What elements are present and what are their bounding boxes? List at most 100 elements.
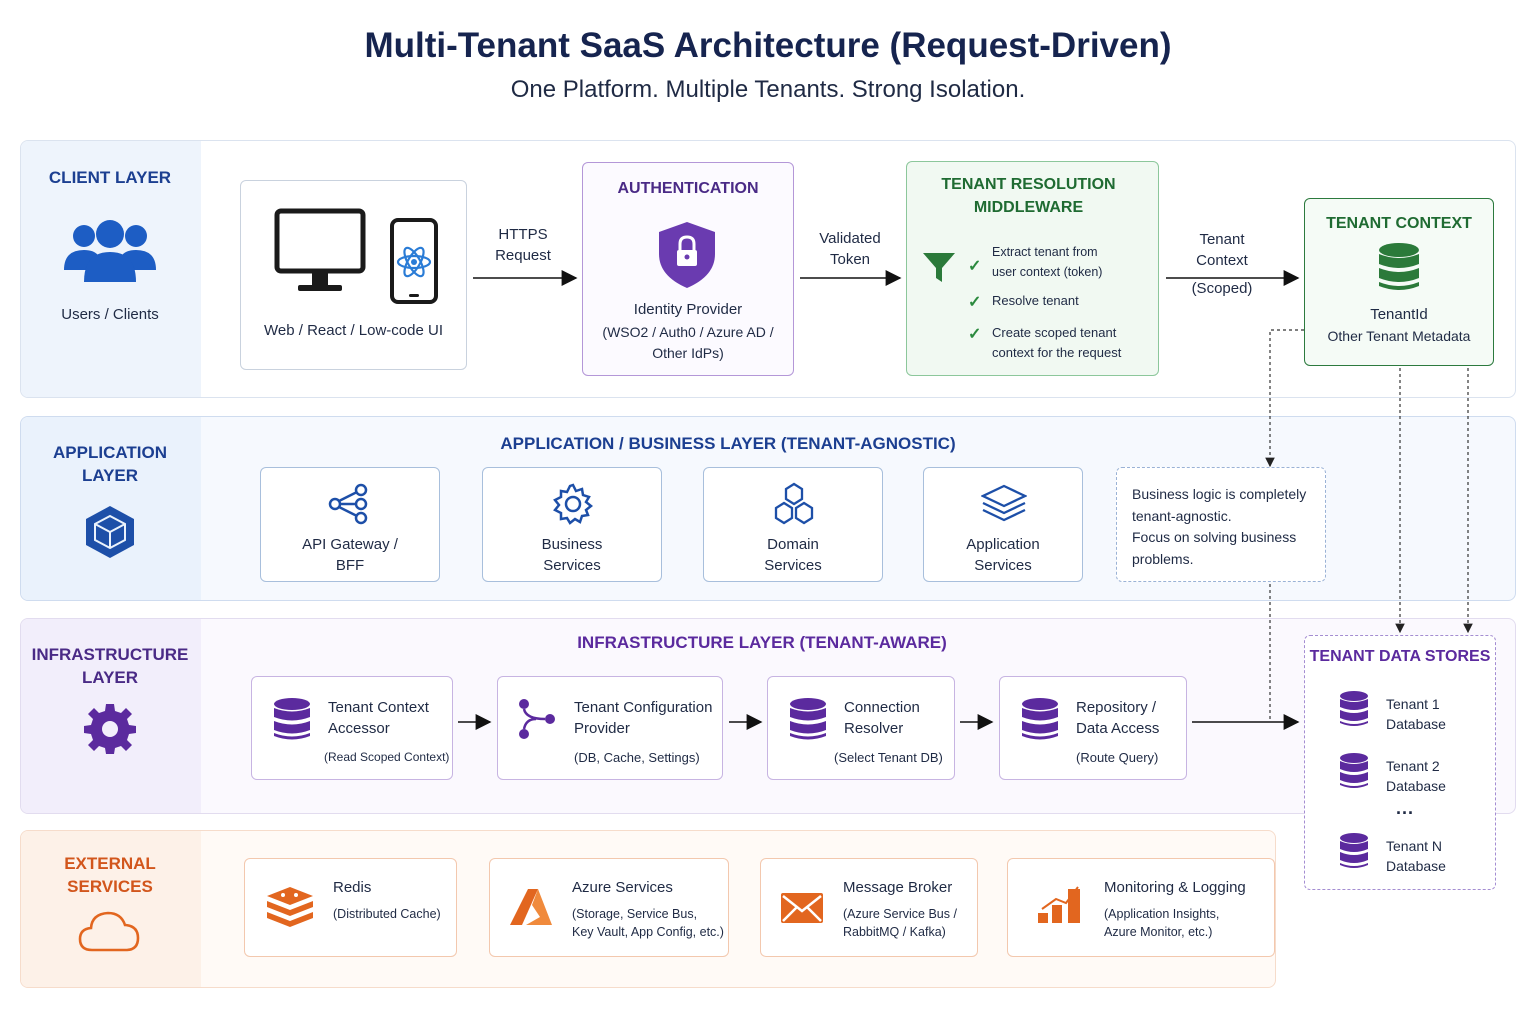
page-title: Multi-Tenant SaaS Architecture (Request-… bbox=[364, 26, 1172, 65]
authentication-title: AUTHENTICATION bbox=[617, 180, 759, 197]
tenant-id-field: TenantId bbox=[1370, 306, 1428, 323]
database-icon bbox=[1340, 753, 1368, 788]
connection-resolver-title-1: Connection bbox=[844, 699, 920, 716]
tenant-1-db: Database bbox=[1386, 716, 1446, 732]
note-line-1: Business logic is completely bbox=[1132, 486, 1307, 502]
tenant-agnostic-note: Business logic is completely tenant-agno… bbox=[1116, 467, 1326, 582]
external-services-label: EXTERNAL SERVICES bbox=[64, 854, 156, 896]
tenant-1-name: Tenant 1 bbox=[1386, 696, 1440, 712]
application-layer-label: APPLICATION LAYER bbox=[53, 443, 167, 485]
tenant-n-name: Tenant N bbox=[1386, 838, 1443, 854]
redis-sub: (Distributed Cache) bbox=[333, 907, 441, 921]
check-icon: ✓ bbox=[968, 258, 982, 275]
database-icon bbox=[790, 698, 826, 740]
monitoring-sub-1: (Application Insights, bbox=[1104, 907, 1220, 921]
database-icon bbox=[1340, 833, 1368, 868]
resolution-step-1-line-2: user context (token) bbox=[992, 265, 1103, 279]
infrastructure-layer-label: INFRASTRUCTURE LAYER bbox=[31, 645, 189, 687]
identity-provider-line-2: Other IdPs) bbox=[652, 345, 724, 361]
accessor-title-2: Accessor bbox=[328, 720, 390, 737]
note-line-3: Focus on solving business bbox=[1132, 529, 1297, 545]
database-icon bbox=[1022, 698, 1058, 740]
cloud-icon bbox=[78, 911, 140, 952]
repository-title-2: Data Access bbox=[1076, 720, 1160, 737]
check-icon: ✓ bbox=[968, 294, 982, 311]
branch-icon bbox=[519, 699, 555, 739]
users-label: Users / Clients bbox=[61, 306, 159, 323]
arrow-label-context: Context bbox=[1196, 252, 1248, 269]
stores-ellipsis: ... bbox=[1396, 798, 1415, 818]
monitoring-sub-2: Azure Monitor, etc.) bbox=[1104, 925, 1213, 939]
arrow-label-token: Token bbox=[829, 251, 871, 268]
message-broker-sub-2: RabbitMQ / Kafka) bbox=[843, 925, 946, 939]
domain-services-line-2: Services bbox=[764, 557, 822, 574]
tenant-metadata-field: Other Tenant Metadata bbox=[1327, 328, 1471, 344]
cube-icon bbox=[86, 506, 134, 558]
message-broker-title: Message Broker bbox=[843, 879, 953, 896]
redis-card: Redis (Distributed Cache) bbox=[244, 858, 457, 957]
config-provider-title-1: Tenant Configuration bbox=[574, 699, 713, 716]
business-services-line-1: Business bbox=[541, 536, 603, 553]
database-icon bbox=[274, 698, 310, 740]
client-ui-label: Web / React / Low-code UI bbox=[264, 322, 443, 339]
business-services-line-2: Services bbox=[543, 557, 601, 574]
monitoring-title: Monitoring & Logging bbox=[1104, 879, 1246, 896]
application-services-line-1: Application bbox=[966, 536, 1040, 553]
api-gateway-line-2: BFF bbox=[335, 557, 365, 574]
tenant-context-title: TENANT CONTEXT bbox=[1326, 215, 1472, 232]
redis-icon bbox=[267, 887, 313, 927]
identity-provider-title: Identity Provider bbox=[633, 301, 743, 318]
gear-icon bbox=[84, 704, 136, 754]
arrow-label-tenant: Tenant bbox=[1199, 231, 1245, 248]
bar-chart-icon bbox=[1038, 886, 1080, 923]
database-icon bbox=[1340, 691, 1368, 726]
azure-services-title: Azure Services bbox=[572, 879, 673, 896]
config-provider-sub: (DB, Cache, Settings) bbox=[574, 750, 700, 765]
config-provider-title-2: Provider bbox=[574, 720, 630, 737]
arrow-label-validated: Validated bbox=[819, 230, 881, 247]
resolution-step-1-line-1: Extract tenant from bbox=[992, 245, 1098, 259]
arrow-label-https: HTTPS bbox=[498, 226, 548, 243]
gear-outline-icon bbox=[553, 483, 594, 525]
tenant-resolution-box bbox=[906, 161, 1159, 376]
tenant-n-db: Database bbox=[1386, 858, 1446, 874]
layers-icon bbox=[981, 484, 1027, 522]
mobile-react-icon bbox=[390, 218, 438, 304]
azure-services-card: Azure Services (Storage, Service Bus, Key… bbox=[489, 858, 729, 957]
users-icon bbox=[64, 220, 156, 282]
repository-title-1: Repository / bbox=[1076, 699, 1157, 716]
domain-services-line-1: Domain bbox=[767, 536, 819, 553]
message-broker-card: Message Broker (Azure Service Bus / Rabbi… bbox=[760, 858, 978, 957]
message-broker-sub-1: (Azure Service Bus / bbox=[843, 907, 957, 921]
filter-icon bbox=[923, 253, 955, 282]
database-icon bbox=[1379, 243, 1419, 290]
azure-services-sub-1: (Storage, Service Bus, bbox=[572, 907, 698, 921]
arrow-label-request: Request bbox=[495, 247, 551, 264]
envelope-icon bbox=[781, 893, 823, 923]
infrastructure-layer-heading: INFRASTRUCTURE LAYER (TENANT-AWARE) bbox=[577, 633, 947, 652]
resolution-step-3-line-2: context for the request bbox=[992, 345, 1122, 360]
shield-lock-icon bbox=[659, 222, 715, 288]
monitor-icon bbox=[274, 208, 366, 291]
identity-provider-line-1: (WSO2 / Auth0 / Azure AD / bbox=[602, 324, 774, 340]
accessor-sub: (Read Scoped Context) bbox=[324, 750, 450, 764]
tenant-2-db: Database bbox=[1386, 778, 1446, 794]
azure-services-sub-2: Key Vault, App Config, etc.) bbox=[572, 925, 724, 939]
tenant-data-stores-title: TENANT DATA STORES bbox=[1309, 648, 1491, 665]
connection-resolver-title-2: Resolver bbox=[844, 720, 904, 737]
note-line-2: tenant-agnostic. bbox=[1132, 507, 1232, 524]
page-subtitle: One Platform. Multiple Tenants. Strong I… bbox=[510, 76, 1026, 103]
accessor-title-1: Tenant Context bbox=[328, 699, 429, 716]
tenant-2-name: Tenant 2 bbox=[1386, 758, 1440, 774]
redis-title: Redis bbox=[333, 879, 372, 896]
resolution-step-2: Resolve tenant bbox=[992, 293, 1079, 308]
tenant-data-stores-box bbox=[1304, 635, 1496, 890]
api-gateway-card: API Gateway /BFF bbox=[260, 467, 440, 582]
application-layer-heading: APPLICATION / BUSINESS LAYER (TENANT-AGN… bbox=[500, 434, 956, 453]
